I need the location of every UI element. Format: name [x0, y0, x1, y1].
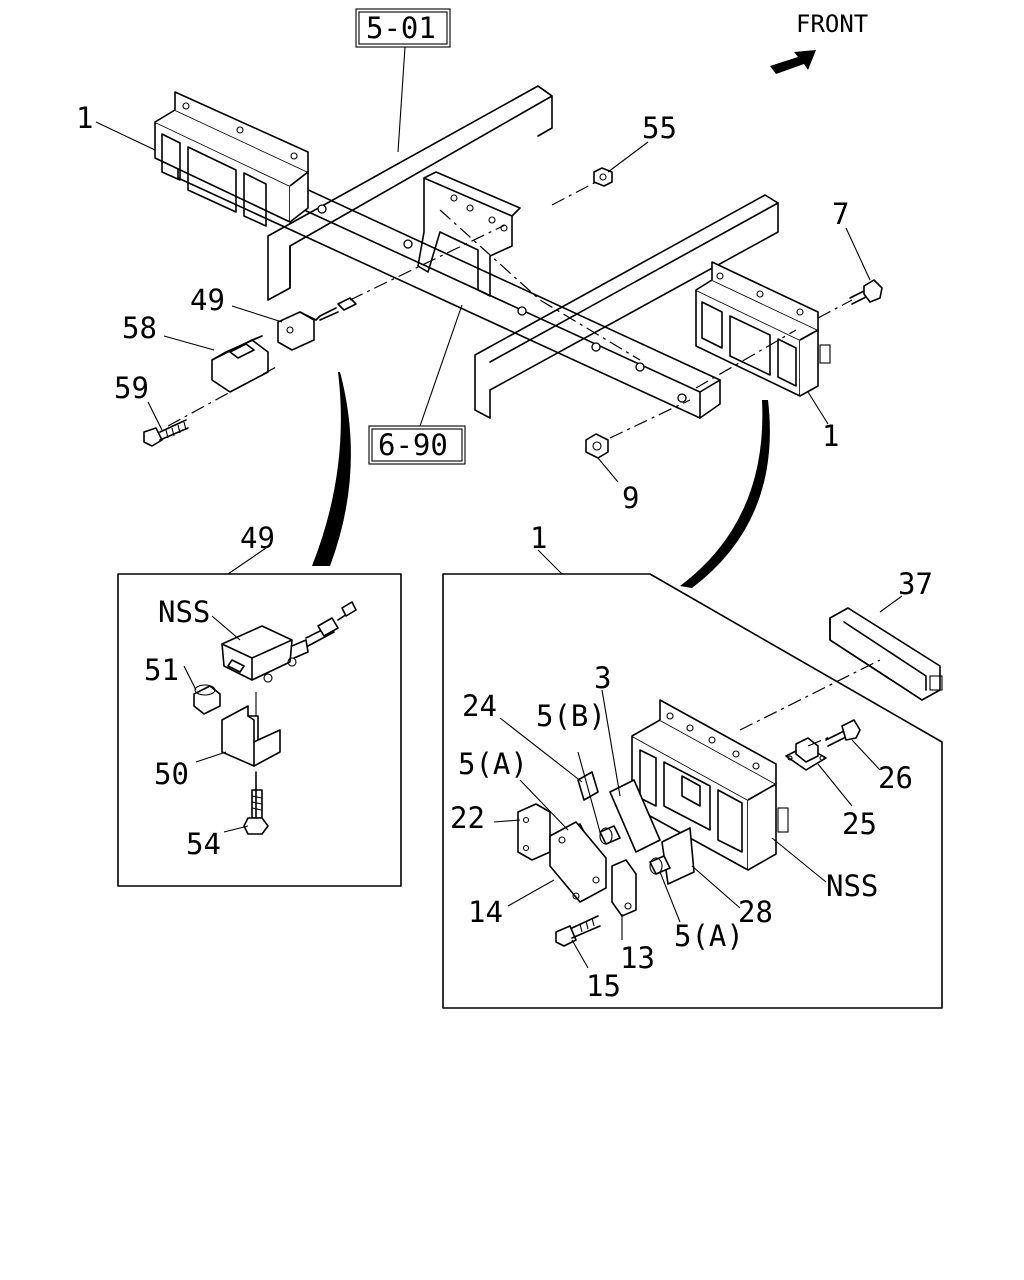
callout-part-25: 25 — [842, 807, 877, 841]
callout-nss-left: NSS — [158, 595, 210, 629]
callout-part-14: 14 — [468, 895, 503, 929]
callout-frame-right: 1 — [822, 419, 839, 453]
callout-part-54: 54 — [186, 827, 221, 861]
callout-detail-1: 1 — [530, 521, 547, 555]
frame-box-left — [154, 91, 309, 227]
callout-part-5b: 5(B) — [536, 699, 606, 733]
nut-55[interactable] — [593, 167, 613, 187]
callout-part-26: 26 — [878, 761, 913, 795]
callout-nss-right: NSS — [826, 869, 878, 903]
callout-part-5a-bottom: 5(A) — [674, 919, 744, 953]
leader-lines-main — [95, 121, 871, 575]
callout-labels: 1 55 7 49 58 59 1 9 49 NSS 51 50 54 1 37… — [76, 101, 933, 1003]
screw-59[interactable] — [143, 419, 189, 447]
ref-box-top[interactable]: 5-01 — [355, 8, 451, 48]
frame-box-right — [695, 261, 831, 397]
front-label: FRONT — [796, 10, 868, 38]
detail-arrow-right — [680, 400, 770, 588]
nut-9[interactable] — [585, 433, 609, 459]
callout-frame-left: 1 — [76, 101, 93, 135]
callout-part-5a-top: 5(A) — [458, 747, 528, 781]
bolt-7[interactable] — [849, 279, 883, 305]
front-indicator: FRONT — [770, 10, 868, 74]
callout-part-50: 50 — [154, 757, 189, 791]
callout-part-13: 13 — [620, 941, 655, 975]
callout-part-51: 51 — [144, 653, 179, 687]
sensor-49[interactable] — [277, 297, 357, 351]
callout-cover-58: 58 — [122, 311, 157, 345]
callout-nut-9: 9 — [622, 481, 639, 515]
callout-nut-55: 55 — [642, 111, 677, 145]
callout-part-22: 22 — [450, 801, 485, 835]
detail-box-left — [117, 573, 402, 887]
cover-58[interactable] — [211, 335, 269, 393]
callout-part-15: 15 — [586, 969, 621, 1003]
detail-arrow-left — [312, 372, 351, 566]
callout-sensor-49: 49 — [190, 283, 225, 317]
callout-part-28: 28 — [738, 895, 773, 929]
callout-detail-49: 49 — [240, 521, 275, 555]
callout-part-24: 24 — [462, 689, 497, 723]
callout-part-37: 37 — [898, 567, 933, 601]
ref-box-middle[interactable]: 6-90 — [368, 425, 466, 465]
frame-assembly — [143, 85, 883, 459]
callout-bolt-7: 7 — [832, 197, 849, 231]
callout-screw-59: 59 — [114, 371, 149, 405]
ref-middle-label: 6-90 — [378, 428, 448, 462]
ref-top-label: 5-01 — [366, 11, 436, 45]
detail-box-right — [442, 573, 943, 1009]
front-arrow-icon — [770, 50, 816, 74]
callout-part-3: 3 — [594, 661, 611, 695]
